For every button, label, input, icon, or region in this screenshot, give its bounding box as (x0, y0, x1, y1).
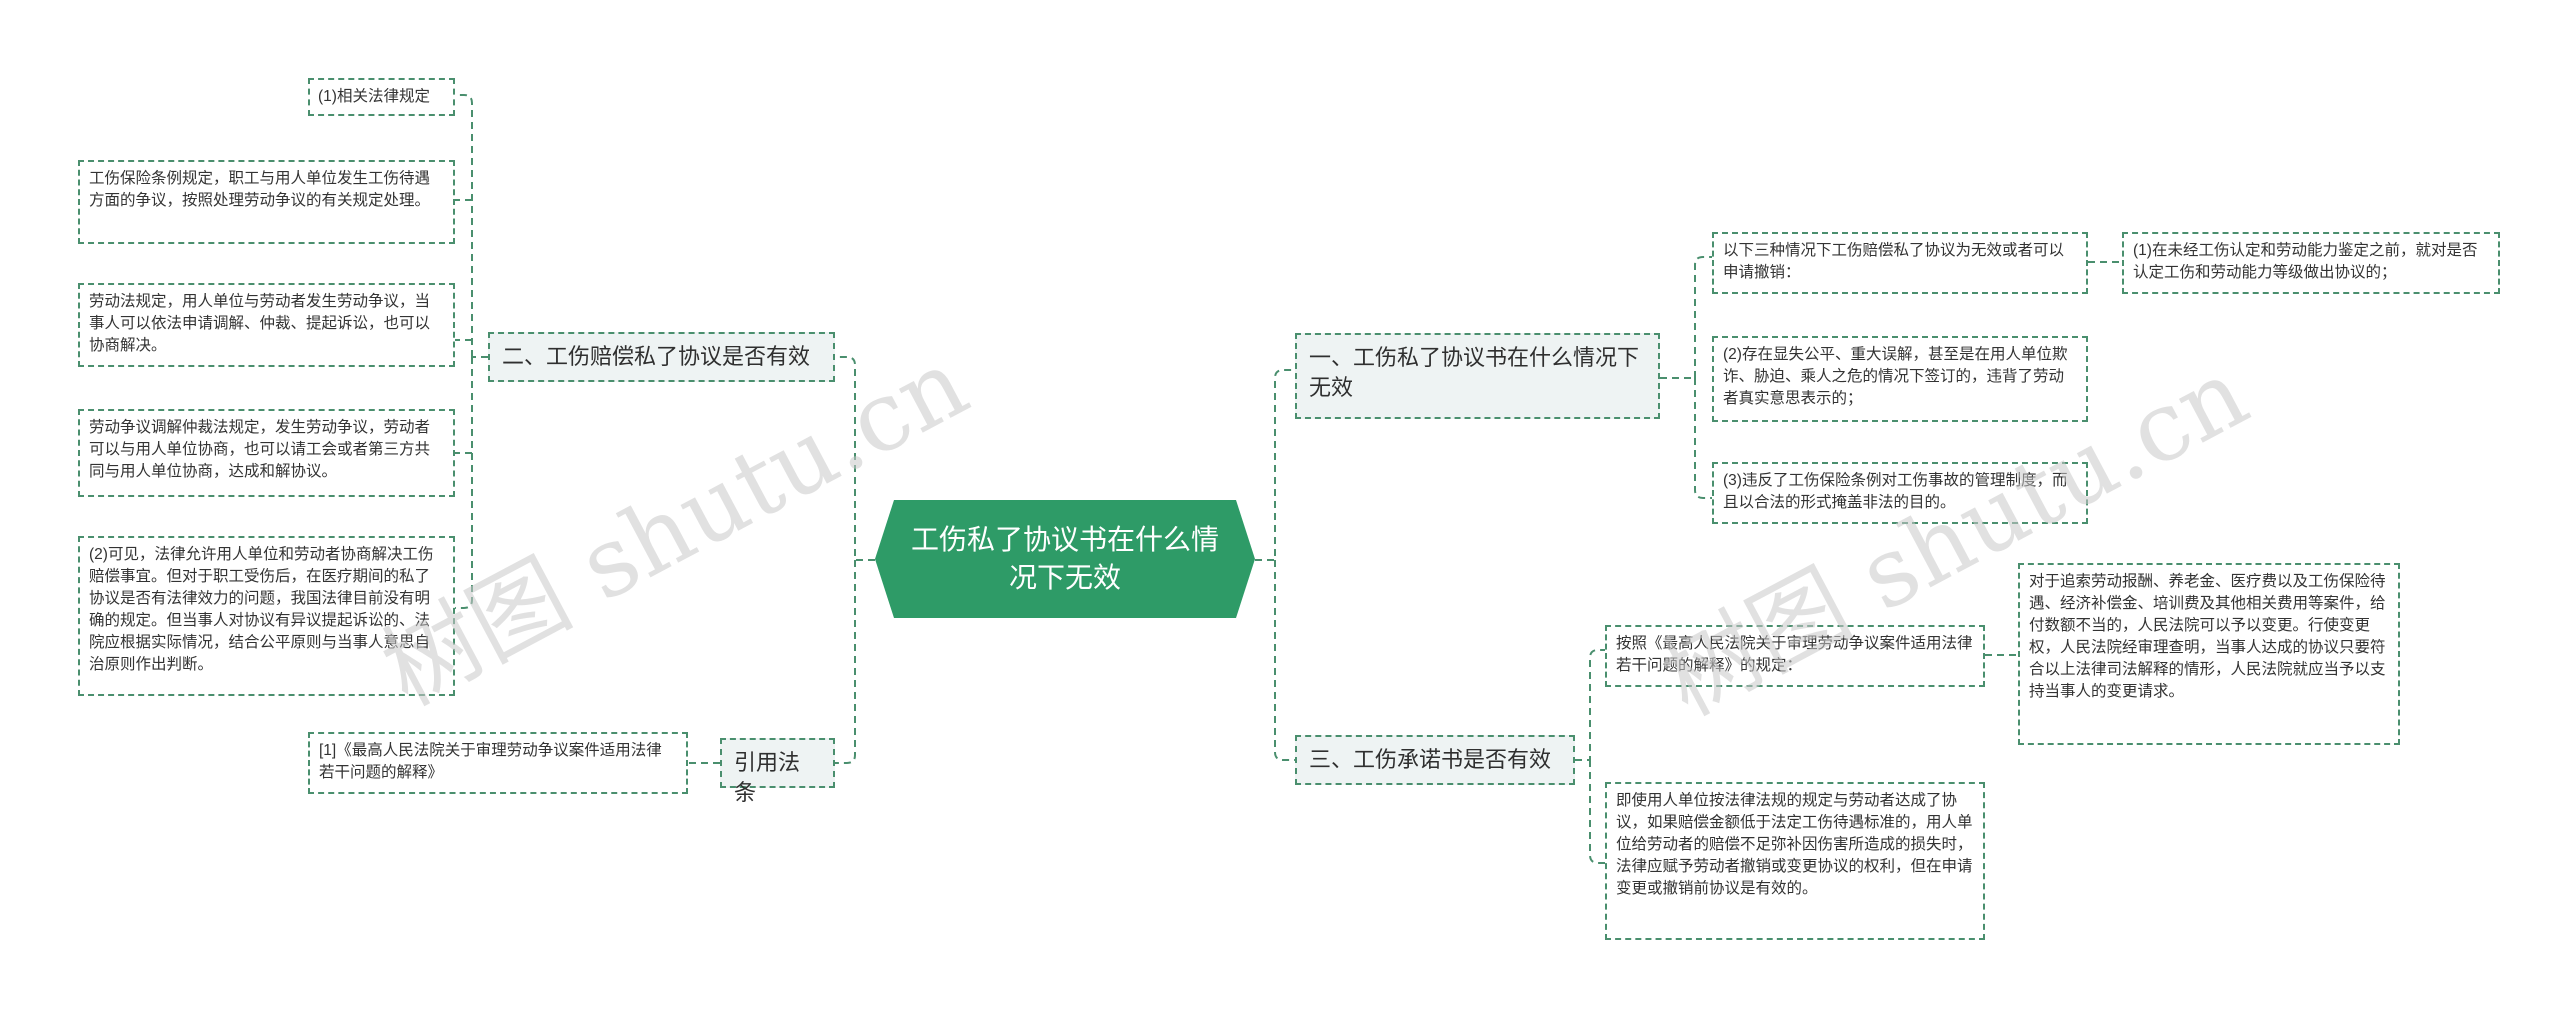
branch-3[interactable]: 三、工伤承诺书是否有效 (1295, 735, 1575, 785)
leaf-text: 即使用人单位按法律法规的规定与劳动者达成了协议，如果赔偿金额低于法定工伤待遇标准… (1616, 792, 1973, 897)
leaf-b4-item1[interactable]: [1]《最高人民法院关于审理劳动争议案件适用法律若干问题的解释》 (308, 732, 688, 794)
leaf-text: 劳动争议调解仲裁法规定，发生劳动争议，劳动者可以与用人单位协商，也可以请工会或者… (89, 419, 431, 480)
leaf-b2-item5[interactable]: (2)可见，法律允许用人单位和劳动者协商解决工伤赔偿事宜。但对于职工受伤后，在医… (78, 536, 455, 696)
leaf-b3-item1[interactable]: 按照《最高人民法院关于审理劳动争议案件适用法律若干问题的解释》的规定： (1605, 625, 1985, 687)
leaf-b2-item3[interactable]: 劳动法规定，用人单位与劳动者发生劳动争议，当事人可以依法申请调解、仲裁、提起诉讼… (78, 283, 455, 367)
root-topic[interactable]: 工伤私了协议书在什么情况下无效 (875, 500, 1255, 618)
leaf-text: (2)存在显失公平、重大误解，甚至是在用人单位欺诈、胁迫、乘人之危的情况下签订的… (1723, 346, 2068, 407)
root-title: 工伤私了协议书在什么情况下无效 (911, 524, 1220, 593)
leaf-text: 劳动法规定，用人单位与劳动者发生劳动争议，当事人可以依法申请调解、仲裁、提起诉讼… (89, 293, 431, 354)
leaf-b1-item2[interactable]: (2)存在显失公平、重大误解，甚至是在用人单位欺诈、胁迫、乘人之危的情况下签订的… (1712, 336, 2088, 422)
branch-4-title: 引用法条 (734, 750, 801, 805)
branch-2[interactable]: 二、工伤赔偿私了协议是否有效 (488, 332, 835, 382)
leaf-text: (3)违反了工伤保险条例对工伤事故的管理制度，而且以合法的形式掩盖非法的目的。 (1723, 472, 2068, 511)
leaf-b3-item1-detail[interactable]: 对于追索劳动报酬、养老金、医疗费以及工伤保险待遇、经济补偿金、培训费及其他相关费… (2018, 563, 2400, 745)
leaf-b3-item2[interactable]: 即使用人单位按法律法规的规定与劳动者达成了协议，如果赔偿金额低于法定工伤待遇标准… (1605, 782, 1985, 940)
leaf-text: 按照《最高人民法院关于审理劳动争议案件适用法律若干问题的解释》的规定： (1616, 635, 1973, 674)
leaf-text: (1)在未经工伤认定和劳动能力鉴定之前，就对是否认定工伤和劳动能力等级做出协议的… (2133, 242, 2478, 281)
branch-1[interactable]: 一、工伤私了协议书在什么情况下无效 (1295, 333, 1660, 419)
leaf-b2-item1[interactable]: (1)相关法律规定 (308, 78, 455, 116)
branch-3-title: 三、工伤承诺书是否有效 (1309, 747, 1552, 772)
leaf-b1-intro[interactable]: 以下三种情况下工伤赔偿私了协议为无效或者可以申请撤销： (1712, 232, 2088, 294)
branch-4[interactable]: 引用法条 (720, 738, 835, 805)
branch-1-title: 一、工伤私了协议书在什么情况下无效 (1309, 345, 1640, 400)
leaf-text: [1]《最高人民法院关于审理劳动争议案件适用法律若干问题的解释》 (319, 742, 662, 781)
leaf-b1-item1[interactable]: (1)在未经工伤认定和劳动能力鉴定之前，就对是否认定工伤和劳动能力等级做出协议的… (2122, 232, 2500, 294)
leaf-text: 工伤保险条例规定，职工与用人单位发生工伤待遇方面的争议，按照处理劳动争议的有关规… (89, 170, 431, 209)
leaf-text: 以下三种情况下工伤赔偿私了协议为无效或者可以申请撤销： (1723, 242, 2065, 281)
leaf-b1-item3[interactable]: (3)违反了工伤保险条例对工伤事故的管理制度，而且以合法的形式掩盖非法的目的。 (1712, 462, 2088, 524)
leaf-b2-item2[interactable]: 工伤保险条例规定，职工与用人单位发生工伤待遇方面的争议，按照处理劳动争议的有关规… (78, 160, 455, 244)
branch-2-title: 二、工伤赔偿私了协议是否有效 (502, 344, 811, 369)
leaf-text: (1)相关法律规定 (318, 88, 430, 105)
leaf-b2-item4[interactable]: 劳动争议调解仲裁法规定，发生劳动争议，劳动者可以与用人单位协商，也可以请工会或者… (78, 409, 455, 497)
leaf-text: (2)可见，法律允许用人单位和劳动者协商解决工伤赔偿事宜。但对于职工受伤后，在医… (89, 546, 434, 673)
leaf-text: 对于追索劳动报酬、养老金、医疗费以及工伤保险待遇、经济补偿金、培训费及其他相关费… (2029, 573, 2386, 700)
